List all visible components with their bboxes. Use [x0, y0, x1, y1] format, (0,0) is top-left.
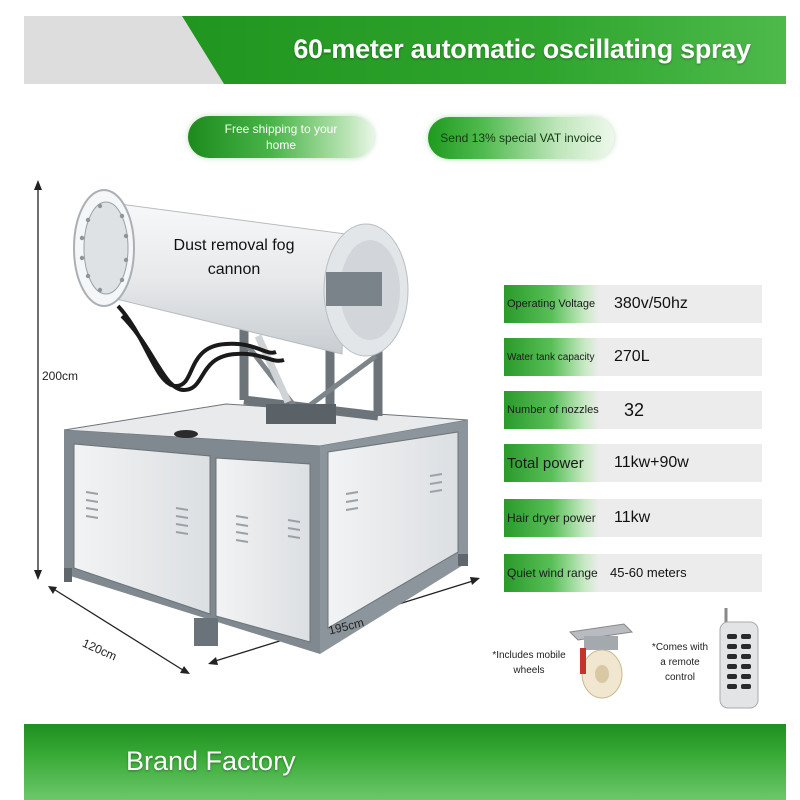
spec-row-voltage: Operating Voltage 380v/50hz [504, 285, 762, 323]
height-dimension: 200cm [42, 369, 79, 383]
caster-wheel-image [568, 623, 634, 699]
banner-background [24, 16, 786, 84]
footer-banner: Brand Factory [24, 724, 786, 800]
spec-label: Number of nozzles [504, 391, 599, 429]
spec-row-hair-dryer-power: Hair dryer power 11kw [504, 499, 762, 537]
spec-label: Water tank capacity [504, 338, 599, 376]
remote-control-image [719, 608, 759, 709]
vat-invoice-badge: Send 13% special VAT invoice [428, 117, 614, 159]
product-label: Dust removal fog cannon [173, 237, 295, 278]
fog-cannon-image [34, 180, 480, 674]
spec-row-total-power: Total power 11kw+90w [504, 444, 762, 482]
wheels-caption: *Includes mobile wheels [492, 650, 566, 676]
spec-row-water-tank: Water tank capacity 270L [504, 338, 762, 376]
banner-title: 60-meter automatic oscillating spray [293, 34, 751, 64]
spec-value: 45-60 meters [610, 565, 687, 580]
vat-invoice-text: Send 13% special VAT invoice [440, 131, 602, 145]
spec-label: Operating Voltage [504, 285, 599, 323]
spec-row-nozzles: Number of nozzles 32 [504, 391, 762, 429]
spec-value: 270L [614, 348, 650, 365]
brand-factory-text: Brand Factory [126, 746, 296, 776]
depth-dimension-line [51, 587, 187, 673]
spec-value: 32 [624, 400, 645, 420]
free-shipping-text: Free shipping to your home [224, 122, 338, 152]
remote-caption: *Comes with a remote control [651, 642, 709, 683]
spec-value: 11kw [614, 509, 651, 526]
spec-label: Total power [504, 444, 599, 482]
free-shipping-badge: Free shipping to your home [188, 116, 374, 158]
top-banner: 60-meter automatic oscillating spray [24, 16, 786, 84]
spec-label: Hair dryer power [504, 499, 599, 537]
spec-label: Quiet wind range [504, 554, 599, 592]
spec-value: 380v/50hz [614, 295, 688, 312]
spec-value: 11kw+90w [614, 454, 689, 471]
spec-row-wind-range: Quiet wind range 45-60 meters [504, 554, 762, 592]
